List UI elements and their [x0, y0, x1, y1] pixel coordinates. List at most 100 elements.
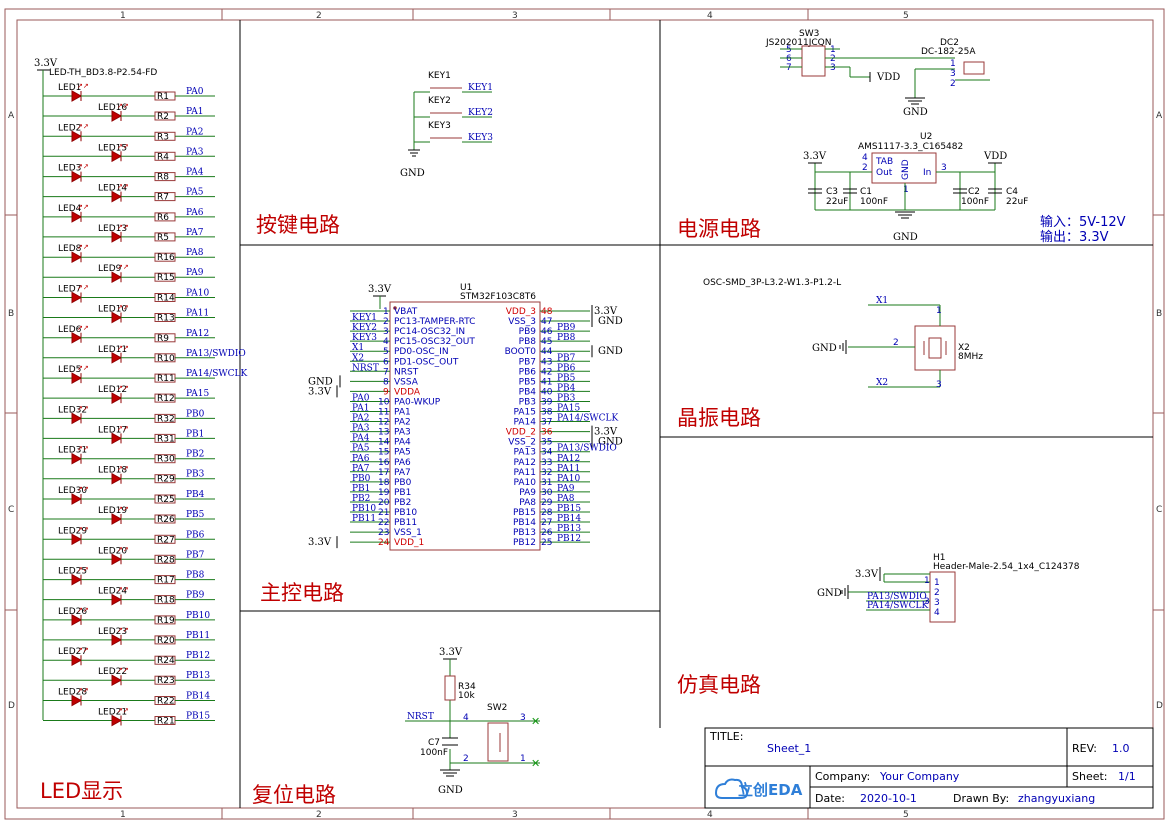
sw3-pin-5: 5: [786, 45, 792, 55]
led-diode-icon: [71, 573, 83, 586]
led-diode-icon: [111, 190, 123, 203]
power-note-output: 输出：3.3V: [1040, 229, 1109, 245]
led-net-label: PB10: [186, 611, 210, 621]
led-net-label: PB2: [186, 450, 204, 460]
u1-gnd-label: GND: [598, 437, 623, 448]
u1-pin-number: 31: [541, 478, 552, 488]
u1-pin-name: VDD_1: [394, 538, 424, 548]
u1-left-net-label: X1: [352, 343, 364, 353]
u1-part: STM32F103C8T6: [460, 292, 536, 302]
led-ref: LED22: [98, 667, 127, 677]
u1-pin-number: 38: [541, 408, 553, 418]
led-net-label: PA12: [186, 329, 209, 339]
h1-net-swdio: PA13/SWDIO: [867, 592, 927, 602]
zone-col-3-bottom: 3: [512, 810, 518, 820]
light-arrows-icon: ↗↗: [77, 404, 89, 412]
led-diode-icon: [71, 694, 83, 707]
light-arrows-icon: ↗↗: [77, 203, 89, 211]
section-title-reset: 复位电路: [252, 783, 336, 807]
u1-right-net-label: PB9: [557, 323, 576, 333]
u1-pin-number: 33: [541, 458, 552, 468]
led-ref: LED23: [98, 627, 127, 637]
dc2-ref: DC2: [940, 38, 959, 48]
u1-vbat-supply: 3.3V: [368, 284, 392, 295]
led-ref: LED4: [58, 204, 82, 214]
zone-row-c: C: [8, 505, 14, 515]
led-diode-icon: [111, 231, 123, 243]
u1-right-net-label: PB14: [557, 514, 581, 524]
led-net-label: PA4: [186, 168, 204, 178]
c1-ref: C1: [860, 187, 872, 197]
c7-val: 100nF: [420, 748, 448, 758]
led-net-label: PA3: [186, 147, 204, 157]
h1-pin-num-3: 3: [924, 597, 930, 607]
light-arrows-icon: ↗↗: [77, 284, 89, 292]
led-ref: LED16: [98, 103, 127, 113]
c2-val: 100nF: [961, 197, 989, 207]
led-ref: LED10: [98, 305, 127, 315]
zone-col-2: 2: [316, 11, 322, 21]
zone-row-d-right: D: [1156, 701, 1163, 711]
led-net-label: PA7: [186, 228, 204, 238]
resistor-ref: R24: [157, 656, 175, 666]
led-diode-icon: [71, 291, 83, 304]
led-diode-icon: [111, 432, 123, 445]
key-gnd-label: GND: [400, 168, 425, 179]
u1-pin-name: PD1-OSC_OUT: [394, 357, 459, 367]
u1-pin-name: PB12: [513, 538, 536, 548]
u1-pin-number: 41: [541, 377, 552, 387]
u1-left-net-label: PB0: [352, 474, 371, 484]
x2-crystal-symbol: [928, 337, 942, 359]
led-ref: LED3: [58, 164, 81, 174]
h1-pin-4: 4: [934, 608, 940, 618]
u1-right-net-label: PB3: [557, 393, 576, 403]
resistor-ref: R32: [157, 414, 175, 424]
key-ref: KEY3: [428, 121, 451, 131]
led-net-label: PB6: [186, 530, 205, 540]
led-ref: LED32: [58, 405, 87, 415]
u1-right-net-label: PA10: [557, 474, 580, 484]
u1-right-net-label: PB8: [557, 333, 576, 343]
light-arrows-icon: ↗↗: [77, 445, 89, 453]
led-ref: LED8: [58, 244, 82, 254]
zone-col-3: 3: [512, 11, 518, 21]
u1-pin-number: 27: [541, 518, 552, 528]
section-title-mcu: 主控电路: [260, 581, 344, 605]
u1-gnd-label: GND: [598, 316, 623, 327]
u1-v33-label: 3.3V: [594, 427, 618, 438]
u1-pin-number: 30: [541, 488, 553, 498]
u1-left-net-label: PB2: [352, 494, 370, 504]
u1-pin-number: 35: [541, 438, 552, 448]
u1-pin-name: PA4: [394, 438, 411, 448]
u1-pin-number: 2: [383, 317, 389, 327]
led-diode-icon: [111, 553, 123, 566]
led-diode-icon: [71, 251, 83, 264]
section-title-debug: 仿真电路: [677, 673, 761, 697]
u1-gnd-label: GND: [598, 346, 623, 357]
u1-pin-name: PB13: [513, 528, 536, 538]
r34-val: 10k: [458, 691, 475, 701]
led-diode-icon: [71, 412, 83, 425]
resistor-ref: R1: [157, 92, 169, 102]
led-diode-icon: [111, 392, 123, 404]
led-diode-icon: [111, 472, 123, 485]
led-ref: LED9: [98, 264, 122, 274]
light-arrows-icon: ↗↗: [77, 606, 89, 614]
u1-right-net-label: PA15: [557, 404, 580, 414]
sw3-pin-1: 1: [830, 45, 836, 55]
u1-pin-number: 23: [378, 528, 389, 538]
sw2-nc-mark-3: ✕: [531, 715, 540, 728]
u1-pin-number: 20: [378, 498, 390, 508]
resistor-ref: R29: [157, 475, 175, 485]
led-net-label: PB12: [186, 651, 210, 661]
u1-pin-name: VSSA: [394, 377, 419, 387]
u1-pin-name: PA2: [394, 418, 411, 428]
u1-pin-name: PC14-OSC32_IN: [394, 327, 465, 337]
zone-row-a: A: [8, 111, 15, 121]
c7-ref: C7: [428, 738, 440, 748]
sw2-pin-4: 4: [463, 713, 469, 723]
sw2-pin-3: 3: [520, 713, 526, 723]
u2-pin-3: 3: [941, 163, 947, 173]
led-net-label: PA15: [186, 389, 209, 399]
u2-pin-2: 2: [862, 163, 868, 173]
